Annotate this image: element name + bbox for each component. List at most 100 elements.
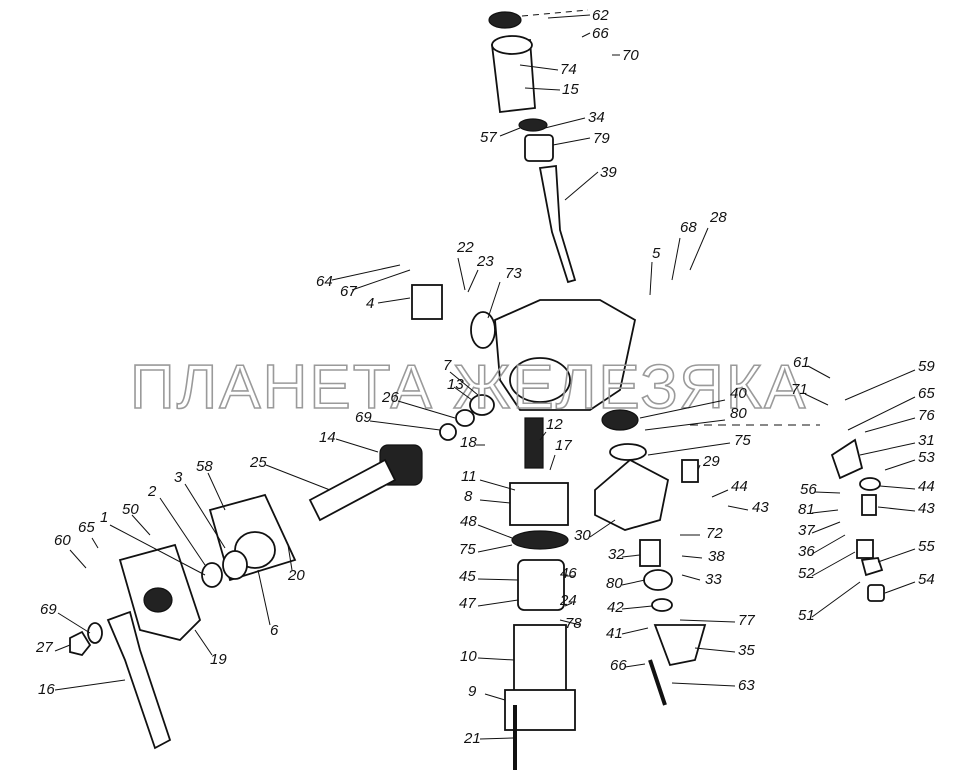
part-label-46: 46 <box>560 565 577 582</box>
leader-line-6 <box>257 569 271 626</box>
leader-line-71 <box>804 393 829 406</box>
leader-line-28 <box>689 227 709 271</box>
watermark: ПЛАНЕТА ЖЕЛЕЗЯКА <box>130 353 807 422</box>
leader-line-78 <box>559 619 581 626</box>
leader-line-2 <box>159 497 206 566</box>
part-label-69: 69 <box>355 409 372 426</box>
leader-line-12 <box>539 431 547 441</box>
part-label-63: 63 <box>738 677 755 694</box>
part-label-48: 48 <box>460 513 477 530</box>
leader-line-79 <box>552 137 591 146</box>
part-label-30: 30 <box>574 527 591 544</box>
leader-line-59 <box>844 369 916 401</box>
leader-line-1 <box>109 524 206 576</box>
part-label-68: 68 <box>680 219 697 236</box>
ring-69 <box>439 423 457 441</box>
nut-27 <box>69 630 92 657</box>
leader-line-66 <box>581 32 591 38</box>
part-label-25: 25 <box>249 454 267 471</box>
part-label-34: 34 <box>588 109 605 126</box>
washer-69 <box>87 622 103 644</box>
ring-75 <box>609 443 647 461</box>
leader-line-75 <box>647 442 731 456</box>
leader-line-22 <box>457 257 466 291</box>
leader-line-16 <box>54 679 126 691</box>
part-label-47: 47 <box>459 595 476 612</box>
leader-line-81 <box>811 509 839 514</box>
part-label-56: 56 <box>800 481 817 498</box>
piston-45 <box>517 559 565 611</box>
leader-line-74 <box>519 64 559 71</box>
housing-bore <box>509 357 571 403</box>
leader-line-36 <box>811 534 846 555</box>
leader-line-31 <box>859 442 916 456</box>
part-label-14: 14 <box>319 429 336 446</box>
part-label-77: 77 <box>738 612 755 629</box>
leader-line-58 <box>207 472 226 511</box>
part-label-4: 4 <box>366 295 374 312</box>
leader-line-51 <box>811 581 861 618</box>
leader-line-75 <box>477 544 513 553</box>
leader-line-73 <box>487 281 501 319</box>
leader-line-35 <box>694 647 736 653</box>
part-label-16: 16 <box>38 681 55 698</box>
leader-line-3 <box>184 483 226 549</box>
bearing-57 <box>518 118 548 132</box>
leader-line-39 <box>564 171 599 201</box>
leader-line-64 <box>331 264 401 281</box>
bracket-bore <box>143 587 173 613</box>
leader-line-68 <box>671 237 681 281</box>
leader-line-63 <box>671 682 736 687</box>
bearing-48 <box>511 530 569 550</box>
leader-line-34 <box>544 117 586 129</box>
part-label-24: 24 <box>559 592 577 609</box>
nut-44 <box>859 477 881 491</box>
part-label-20: 20 <box>287 567 305 584</box>
leader-line-52 <box>811 551 856 577</box>
leader-lines <box>54 14 916 740</box>
leader-line-41 <box>621 627 649 635</box>
part-label-70: 70 <box>622 47 639 64</box>
part-label-11: 11 <box>461 468 477 485</box>
part-label-36: 36 <box>798 543 815 560</box>
part-label-52: 52 <box>798 565 815 582</box>
part-label-75: 75 <box>734 432 751 449</box>
part-label-62: 62 <box>592 7 609 24</box>
plug-32 <box>639 539 661 567</box>
pitman-arm-16 <box>106 610 172 750</box>
leader-line-4 <box>377 297 411 304</box>
part-label-18: 18 <box>460 434 477 451</box>
part-label-67: 67 <box>340 283 357 300</box>
part-label-32: 32 <box>608 546 625 563</box>
leader-line-43 <box>877 506 916 512</box>
part-label-76: 76 <box>918 407 935 424</box>
part-label-51: 51 <box>798 607 815 624</box>
part-label-29: 29 <box>702 453 720 470</box>
leader-line-69 <box>57 612 91 634</box>
valve-body-30 <box>594 458 670 531</box>
leader-line-8 <box>479 499 511 504</box>
part-label-1: 1 <box>100 509 108 526</box>
leader-line-9 <box>484 693 506 701</box>
part-label-10: 10 <box>460 648 477 665</box>
bolt-63 <box>648 659 667 706</box>
leader-line-10 <box>477 657 515 661</box>
leader-line-69 <box>369 420 441 431</box>
part-label-9: 9 <box>468 683 477 700</box>
part-label-57: 57 <box>480 129 497 146</box>
leader-line-26 <box>397 400 456 419</box>
leader-line-62 <box>547 14 591 19</box>
leader-line-43 <box>727 505 749 511</box>
leader-line-67 <box>351 269 411 291</box>
leader-line-60 <box>69 549 87 569</box>
part-label-65: 65 <box>78 519 95 536</box>
leader-line-76 <box>864 417 916 433</box>
part-label-43: 43 <box>918 500 935 517</box>
leader-line-29 <box>697 464 701 471</box>
part-label-40: 40 <box>730 385 747 402</box>
part-label-21: 21 <box>463 730 481 747</box>
ring-26 <box>455 409 475 427</box>
valve-cover-31 <box>830 438 864 480</box>
part-label-80: 80 <box>606 575 623 592</box>
